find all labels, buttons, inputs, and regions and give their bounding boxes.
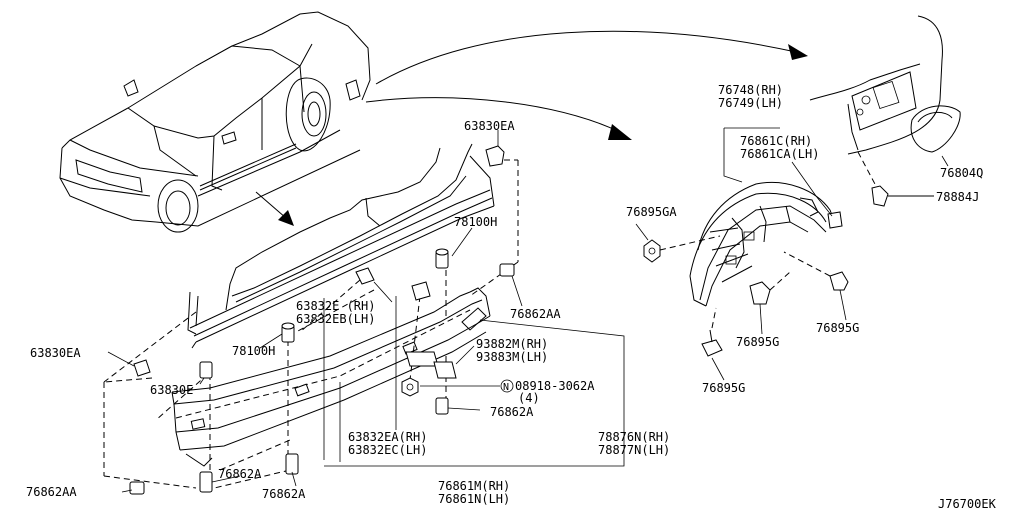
nut-symbol-letter: N [503, 382, 509, 393]
label-78100h-a: 78100H [454, 215, 497, 229]
label-76862a-b2: 76862A [262, 487, 306, 501]
side-sill-assembly [171, 143, 495, 467]
label-78877n-lh: 78877N(LH) [598, 443, 670, 457]
diagram-id: J76700EK [938, 497, 997, 511]
leader-lines [107, 127, 949, 493]
label-63830ea-top: 63830EA [464, 119, 515, 133]
label-63832ea-rh: 63832EA(RH) [348, 430, 427, 444]
label-93882m-rh: 93882M(RH) [476, 337, 548, 351]
label-76895g-b: 76895G [816, 321, 859, 335]
label-76862a-b1: 76862A [218, 467, 262, 481]
label-76895ga: 76895GA [626, 205, 677, 219]
label-76861c-rh: 76861C(RH) [740, 134, 812, 148]
label-78876n-rh: 78876N(RH) [598, 430, 670, 444]
label-63830ea-left: 63830EA [30, 346, 81, 360]
label-76862aa-right: 76862AA [510, 307, 561, 321]
label-08918-qty: (4) [518, 391, 540, 405]
sill-clips [129, 145, 515, 495]
label-76804q: 76804Q [940, 166, 983, 180]
wheel-house-liner [643, 181, 849, 357]
label-76748-rh: 76748(RH) [718, 83, 783, 97]
label-76861ca-lh: 76861CA(LH) [740, 147, 819, 161]
label-76895g-c: 76895G [702, 381, 745, 395]
label-63832ec-lh: 63832EC(LH) [348, 443, 427, 457]
part-labels: 63830EA 78100H 76862AA 63832E (RH) 63832… [26, 83, 997, 511]
nut-symbol [500, 379, 514, 393]
label-63832e-rh: 63832E (RH) [296, 299, 375, 313]
car-illustration [59, 11, 371, 233]
label-63830e: 63830E [150, 383, 193, 397]
label-63832eb-lh: 63832EB(LH) [296, 312, 375, 326]
label-76862a-mid: 76862A [490, 405, 534, 419]
callout-arrows [255, 30, 808, 226]
rear-fender-assembly [809, 15, 961, 207]
label-76749-lh: 76749(LH) [718, 96, 783, 110]
label-78100h-b: 78100H [232, 344, 275, 358]
label-76861m-rh: 76861M(RH) [438, 479, 510, 493]
label-76862aa-bottom: 76862AA [26, 485, 77, 499]
label-76895g-a: 76895G [736, 335, 779, 349]
label-08918-nut: 08918-3062A [515, 379, 595, 393]
label-78884j: 78884J [936, 190, 979, 204]
label-76861n-lh: 76861N(LH) [438, 492, 510, 506]
label-93883m-lh: 93883M(LH) [476, 350, 548, 364]
